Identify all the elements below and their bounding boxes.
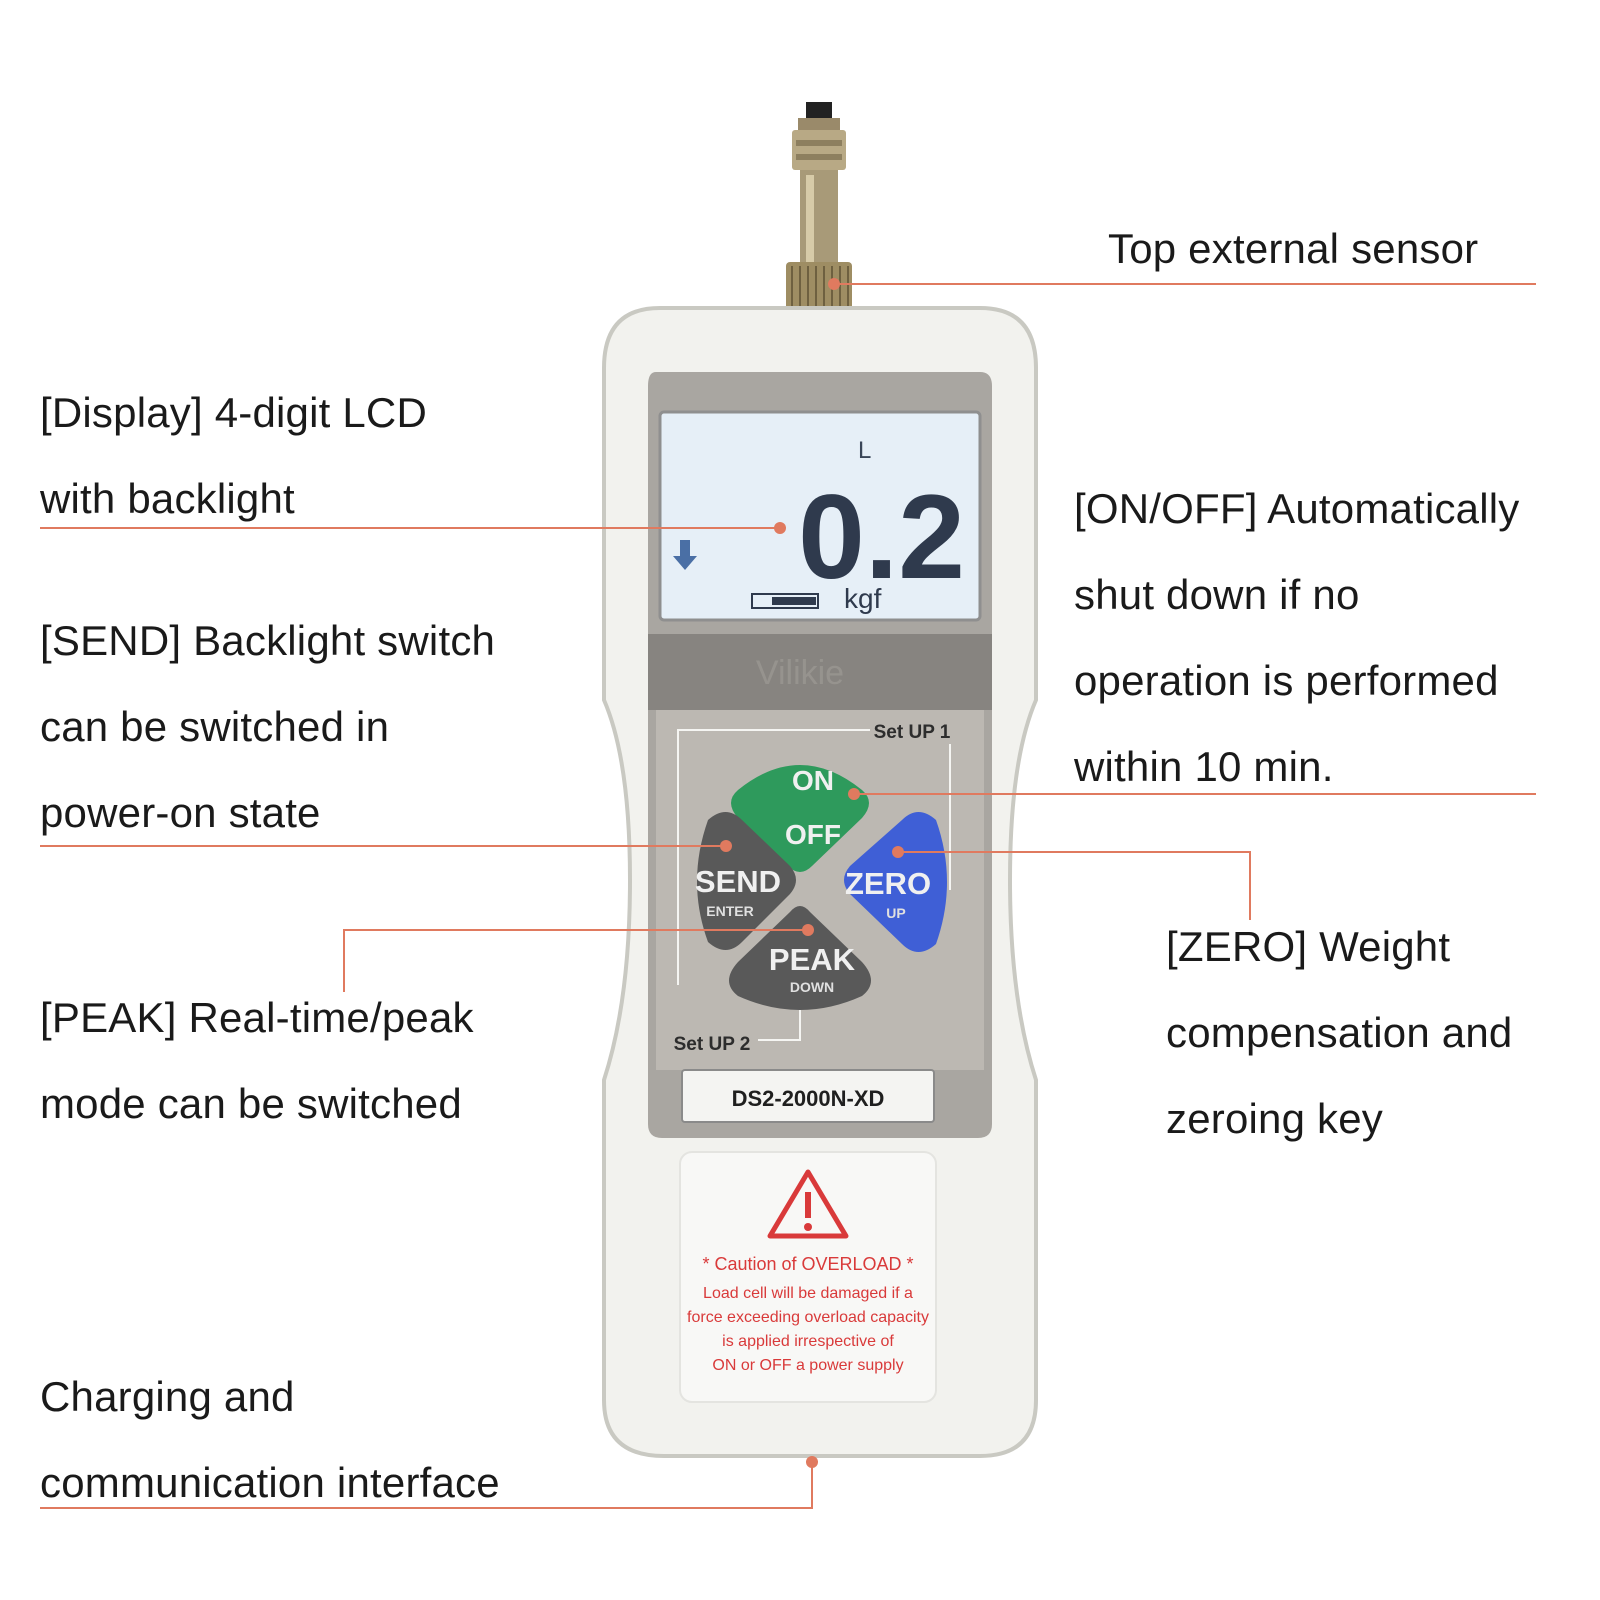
down-arrow-icon [673,540,697,570]
lcd-unit: kgf [844,583,882,614]
callout-zero: [ZERO] Weight compensation and zeroing k… [1166,904,1512,1162]
up-key-label: UP [886,905,905,921]
callout-send: [SEND] Backlight switch can be switched … [40,598,495,856]
off-key-label: OFF [785,819,841,850]
warning-line: force exceeding overload capacity [687,1309,929,1326]
callout-line: Charging and [40,1373,295,1420]
zero-key[interactable] [844,812,947,952]
lcd-indicator: L [858,437,871,464]
setup1-label: Set UP 1 [874,722,951,743]
callout-line: [ON/OFF] Automatically [1074,485,1520,532]
callout-line: [SEND] Backlight switch [40,617,496,664]
callout-line: [PEAK] Real-time/peak [40,994,474,1041]
callout-line: zeroing key [1166,1095,1383,1142]
callout-line: with backlight [40,475,295,522]
callout-line: Top external sensor [1108,225,1479,272]
warning-line: is applied irrespective of [722,1333,894,1350]
leader-dots [720,278,904,1468]
warning-sticker [679,1151,937,1403]
lcd-reading: 0.2 [798,470,965,604]
leader-charging [40,1462,813,1509]
callout-charging: Charging and communication interface [40,1354,500,1526]
callout-line: compensation and [1166,1009,1513,1056]
top-sensor-connector [786,102,852,310]
send-key-label: SEND [695,864,781,899]
on-key-label: ON [792,765,834,796]
onoff-key[interactable] [731,765,869,872]
leader-peak [343,929,808,992]
callout-top-sensor: Top external sensor [1108,206,1478,292]
callout-onoff: [ON/OFF] Automatically shut down if no o… [1074,466,1520,810]
leader-zero [898,851,1251,920]
warning-line: Load cell will be damaged if a [703,1285,913,1302]
peak-key[interactable] [729,906,871,1010]
model-label: DS2-2000N-XD [732,1086,885,1111]
callout-line: [ZERO] Weight [1166,923,1451,970]
warning-title: * Caution of OVERLOAD * [702,1254,913,1274]
battery-icon [751,593,819,609]
down-key-label: DOWN [790,979,834,995]
warning-line: ON or OFF a power supply [712,1357,903,1374]
callout-line: can be switched in [40,703,390,750]
zero-key-label: ZERO [845,866,931,901]
callout-line: mode can be switched [40,1080,462,1127]
callout-line: communication interface [40,1459,500,1506]
callout-line: power-on state [40,789,321,836]
callout-line: shut down if no [1074,571,1360,618]
callout-line: [Display] 4-digit LCD [40,389,427,436]
setup2-label: Set UP 2 [674,1034,751,1055]
callout-line: within 10 min. [1074,743,1334,790]
peak-key-label: PEAK [769,942,856,977]
model-plate [681,1069,935,1123]
callout-peak: [PEAK] Real-time/peak mode can be switch… [40,975,474,1147]
callout-line: operation is performed [1074,657,1499,704]
warning-triangle-icon [767,1169,849,1239]
lcd-screen [658,410,982,622]
leader-lines [40,283,1536,1509]
callout-display: [Display] 4-digit LCD with backlight [40,370,427,542]
enter-key-label: ENTER [706,903,753,919]
brand-label: Vilikie [756,654,844,692]
